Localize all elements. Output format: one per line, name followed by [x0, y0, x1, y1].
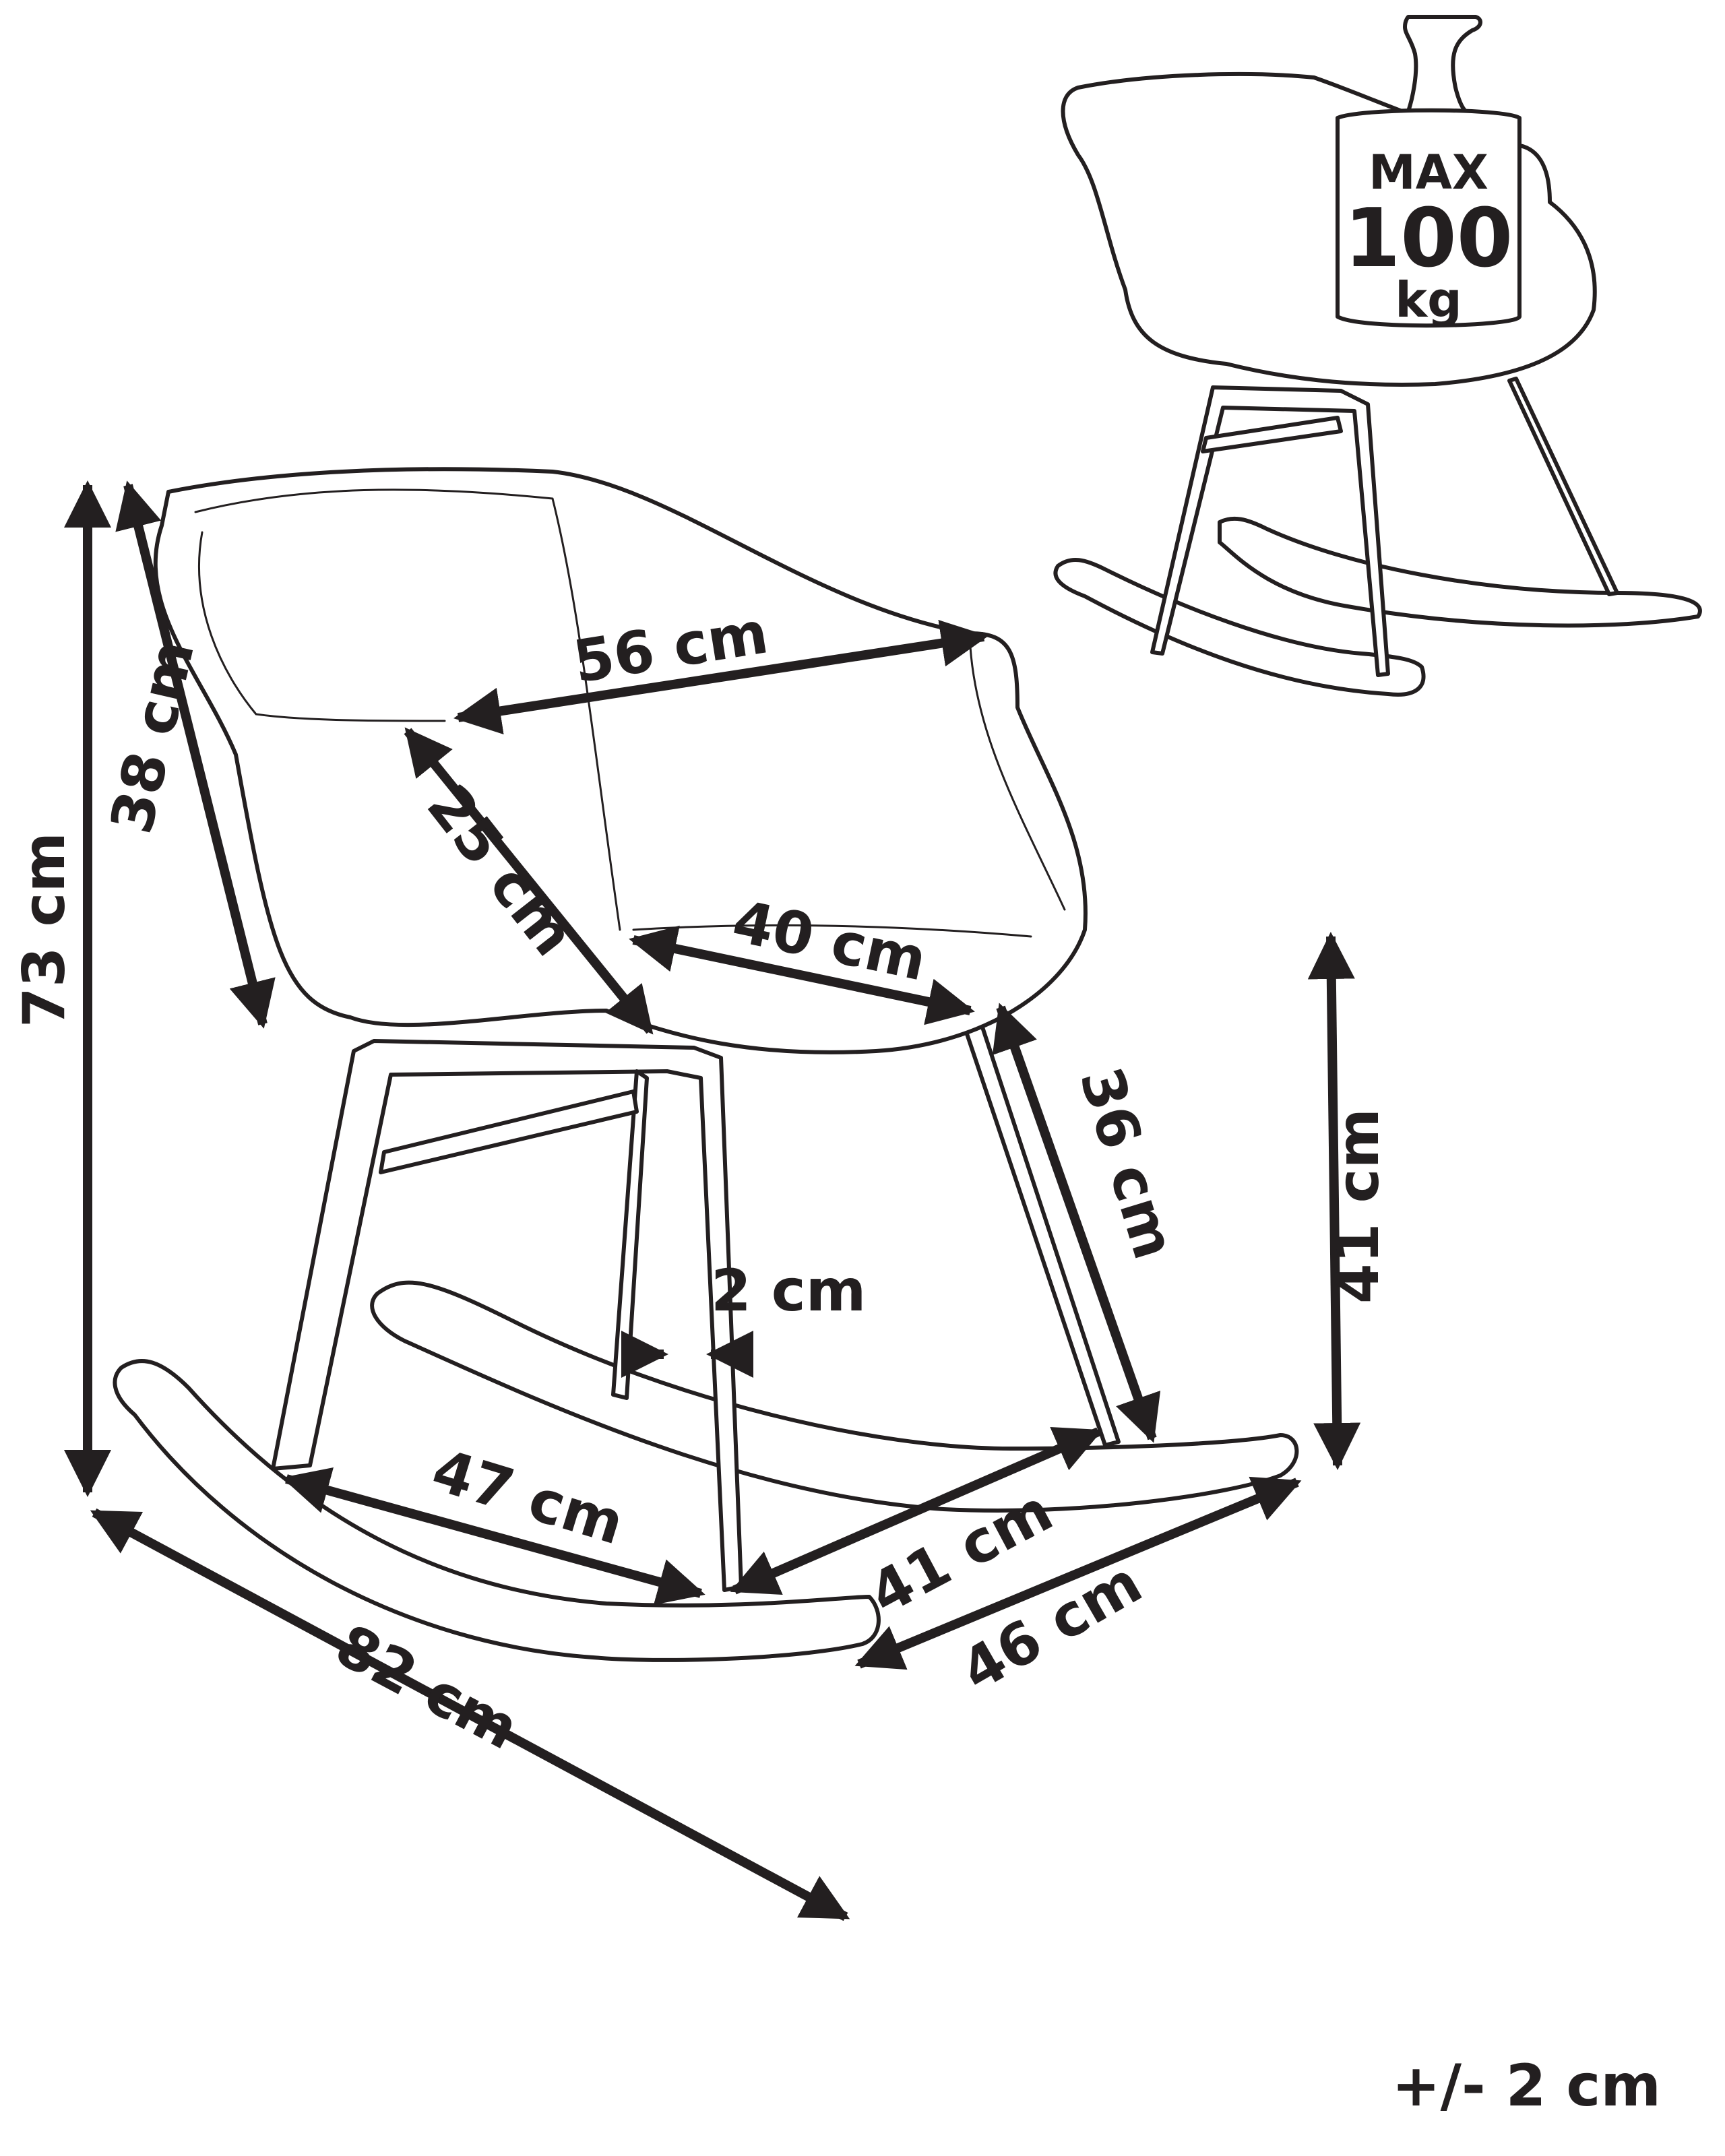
label-seat-height: 41 cm [1325, 1108, 1392, 1304]
dim-arrow-overall-width [854, 1476, 1302, 1670]
dim-arrow-seat-height [1307, 932, 1361, 1470]
small-right-leg [1507, 377, 1619, 596]
seat-shell [153, 467, 1088, 1054]
weight-body [1336, 108, 1522, 328]
cross-bar [379, 1089, 639, 1174]
front-leg-frame [271, 1039, 743, 1592]
weight-label-max: MAX [1369, 145, 1488, 200]
label-base-depth: 47 cm [425, 1436, 631, 1558]
right-leg [955, 998, 1121, 1447]
dim-arrow-backrest-height [115, 480, 276, 1029]
dim-arrow-seat-width [629, 925, 975, 1025]
dim-arrow-leg-length [992, 1003, 1161, 1443]
dim-arrow-armrest-depth [404, 727, 654, 1035]
dim-arrow-seat-width-top [453, 619, 989, 735]
small-leg-frame [1150, 385, 1390, 677]
weight-label-unit: kg [1395, 272, 1462, 328]
small-front-rocker [1053, 557, 1426, 697]
label-overall-height: 73 cm [11, 832, 78, 1027]
weight-label-value: 100 [1344, 192, 1513, 286]
dim-arrow-overall-depth [90, 1508, 850, 1922]
load-capacity-illustration: MAX 100 kg [1053, 15, 1702, 697]
label-tube-diameter: 2 cm [711, 1257, 866, 1325]
weight-handle [1403, 15, 1482, 113]
rear-leg [611, 1069, 649, 1400]
small-cross-bar [1201, 416, 1343, 453]
dimension-lines [64, 480, 1361, 1922]
small-back-rocker [1218, 516, 1702, 628]
tolerance-note: +/- 2 cm [1392, 2052, 1661, 2120]
